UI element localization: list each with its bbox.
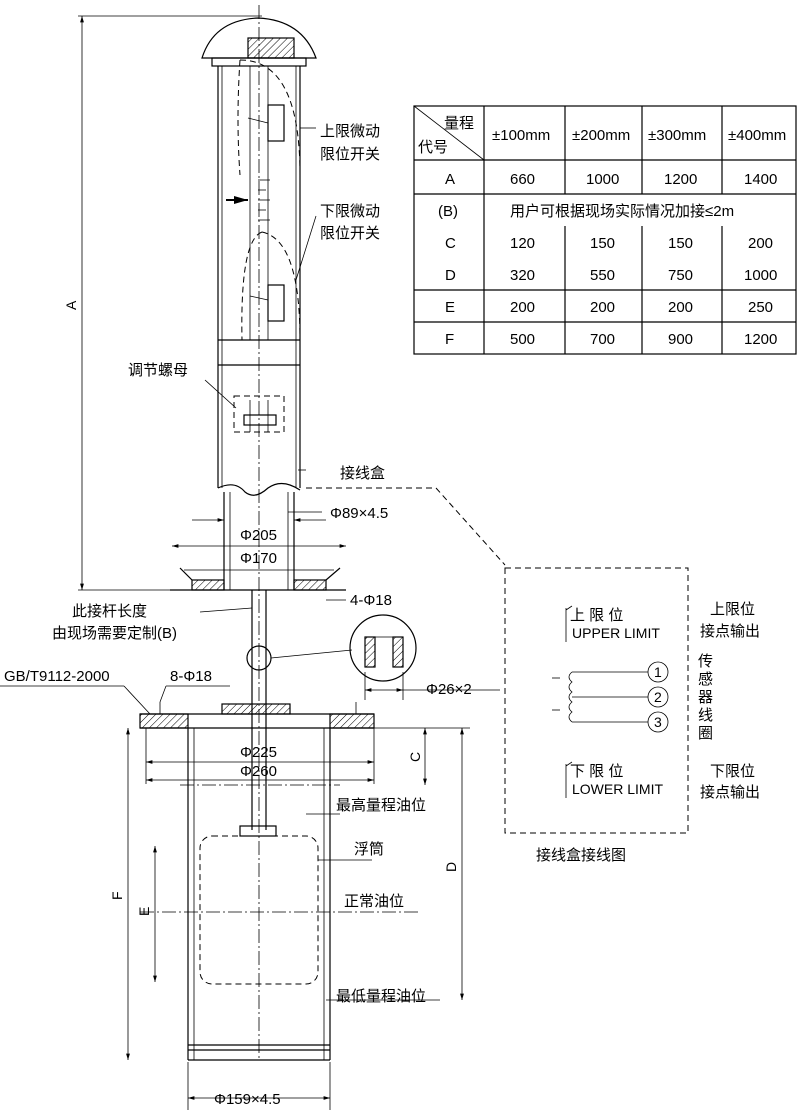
sensor-char-5: 圈 (698, 725, 713, 742)
lower-switch-label-1: 下限微动 (320, 203, 380, 220)
dia-205-label: Φ205 (240, 527, 277, 544)
table-cell: 200 (510, 299, 535, 316)
holes-flange-label: 8-Φ18 (170, 668, 212, 685)
table-code-c: C (445, 235, 456, 252)
table-cell: 200 (668, 299, 693, 316)
lower-limit-en: LOWER LIMIT (572, 781, 663, 797)
dia-225-label: Φ225 (240, 744, 277, 761)
min-level-label: 最低量程油位 (336, 988, 426, 1005)
table-note-b: 用户可根据现场实际情况加接≤2m (510, 203, 734, 220)
table-cell: 660 (510, 171, 535, 188)
table-cell: 200 (590, 299, 615, 316)
table-cell: 150 (590, 235, 615, 252)
upper-output-2: 接点输出 (700, 623, 760, 640)
detail-dia-label: Φ26×2 (426, 681, 472, 698)
table-cell: 700 (590, 331, 615, 348)
wiring-caption: 接线盒接线图 (536, 847, 626, 864)
table-cell: 1000 (744, 267, 777, 284)
dim-f-label: F (109, 891, 125, 900)
dim-a-label: A (63, 300, 79, 310)
table-header-range: 量程 (444, 115, 474, 132)
table-code-e: E (445, 299, 455, 316)
sensor-char-3: 器 (698, 689, 713, 706)
upper-switch-label-2: 限位开关 (320, 146, 380, 163)
max-level-label: 最高量程油位 (336, 797, 426, 814)
pipe-spec-label: Φ89×4.5 (330, 505, 388, 522)
table-cell: 500 (510, 331, 535, 348)
table-cell: 250 (748, 299, 773, 316)
rod-note-2: 由现场需要定制(B) (52, 625, 177, 642)
standard-label: GB/T9112-2000 (4, 668, 110, 685)
dim-e-label: E (136, 907, 152, 916)
table-cell: 1200 (664, 171, 697, 188)
table-code-a: A (445, 171, 455, 188)
lower-output-2: 接点输出 (700, 784, 760, 801)
table-cell: 550 (590, 267, 615, 284)
dia-260-label: Φ260 (240, 763, 277, 780)
table-code-d: D (445, 267, 456, 284)
junction-box-label: 接线盒 (340, 465, 385, 482)
sensor-char-1: 传 (698, 653, 713, 670)
table-range-1: ±100mm (492, 127, 550, 144)
rod-note-1: 此接杆长度 (72, 603, 147, 620)
table-cell: 1200 (744, 331, 777, 348)
normal-level-label: 正常油位 (344, 893, 404, 910)
terminal-1: 1 (654, 664, 662, 680)
holes-top-label: 4-Φ18 (350, 592, 392, 609)
sensor-char-4: 线 (698, 707, 713, 724)
adjust-nut-label: 调节螺母 (128, 362, 188, 379)
table-range-3: ±300mm (648, 127, 706, 144)
drawing-labels: 上限微动 限位开关 下限微动 限位开关 调节螺母 接线盒 Φ89×4.5 Φ20… (4, 123, 472, 1108)
table-cell: 1400 (744, 171, 777, 188)
table-cell: 120 (510, 235, 535, 252)
terminal-2: 2 (654, 689, 662, 705)
dim-c-label: C (407, 752, 423, 762)
dim-d-label: D (443, 862, 459, 872)
scale-ticks (258, 179, 270, 221)
float-label: 浮筒 (354, 841, 384, 858)
bottom-pipe-label: Φ159×4.5 (214, 1091, 281, 1108)
lower-output-1: 下限位 (710, 763, 755, 780)
dia-170-label: Φ170 (240, 550, 277, 567)
table-code-f: F (445, 331, 454, 348)
table-cell: 150 (668, 235, 693, 252)
table-cell: 200 (748, 235, 773, 252)
table-cell: 1000 (586, 171, 619, 188)
table-cell: 750 (668, 267, 693, 284)
lower-switch-label-2: 限位开关 (320, 225, 380, 242)
gauge-column (139, 5, 420, 1061)
table-header-code: 代号 (418, 139, 448, 156)
upper-output-1: 上限位 (710, 601, 755, 618)
sensor-coil: 1 2 3 (552, 661, 669, 733)
table-cell: 900 (668, 331, 693, 348)
table-code-b: (B) (438, 203, 458, 220)
dimensions (78, 15, 500, 1110)
table-range-4: ±400mm (728, 127, 786, 144)
terminal-3: 3 (654, 714, 662, 730)
upper-switch-label-1: 上限微动 (320, 123, 380, 140)
table-cell: 320 (510, 267, 535, 284)
table-range-2: ±200mm (572, 127, 630, 144)
upper-limit-cn: 上 限 位 (570, 607, 623, 624)
lower-limit-cn: 下 限 位 (570, 763, 623, 780)
upper-limit-en: UPPER LIMIT (572, 625, 660, 641)
wiring-diagram: 上 限 位 UPPER LIMIT 上限位 接点输出 1 2 3 传 感 器 线… (504, 567, 760, 864)
leader-lines (0, 127, 506, 1001)
spec-table: 量程 代号 ±100mm ±200mm ±300mm ±400mm A 660 … (413, 105, 797, 355)
sensor-char-2: 感 (698, 671, 713, 688)
